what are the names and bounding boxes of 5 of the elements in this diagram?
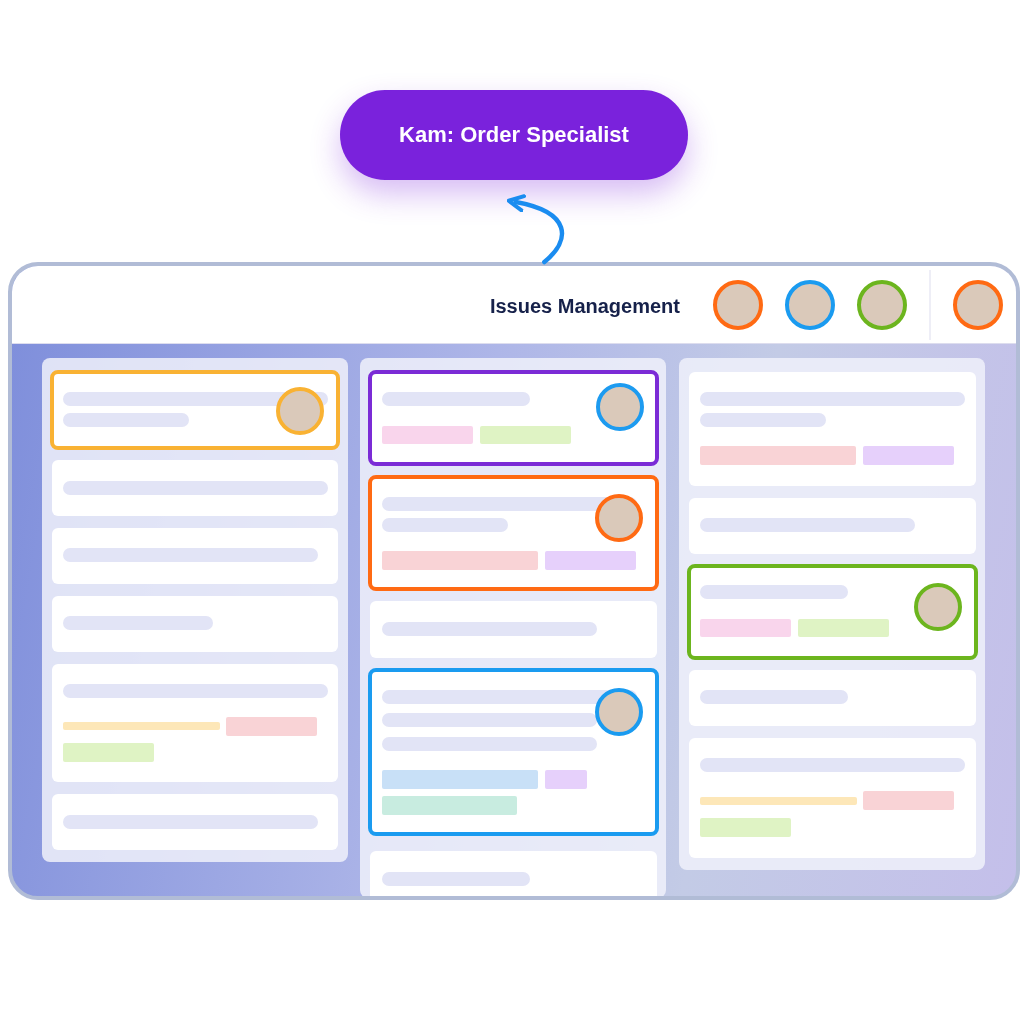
board-title: Issues Management: [489, 295, 680, 318]
arrow: [506, 194, 565, 265]
board-panel: [8, 262, 1020, 900]
pill-button: [340, 90, 688, 180]
pill-label: Kam: Order Specialist: [399, 122, 629, 148]
